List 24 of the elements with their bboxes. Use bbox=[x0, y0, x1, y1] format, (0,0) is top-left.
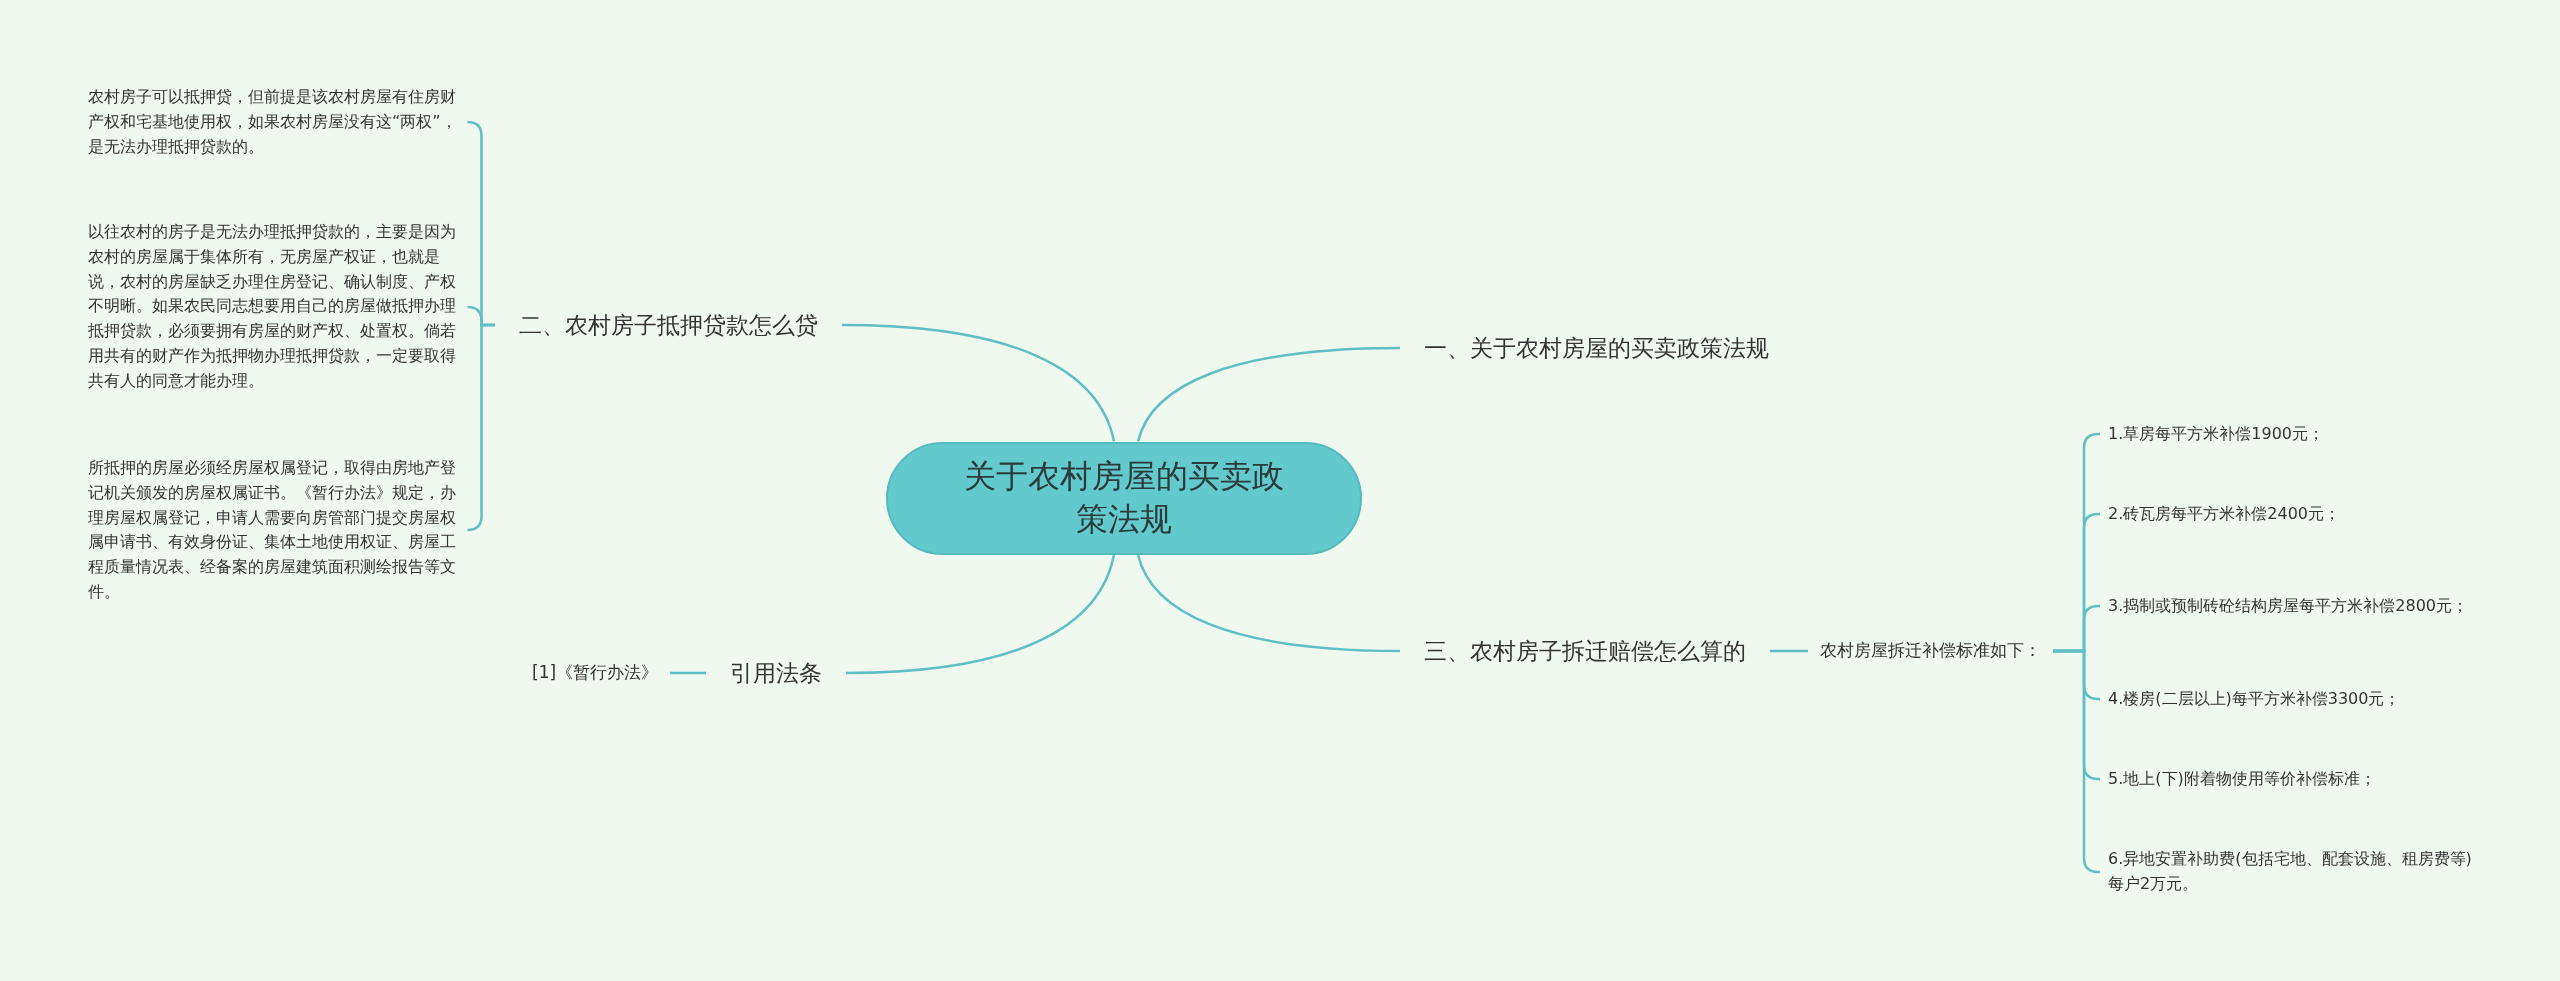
detail-text: 5.地上(下)附着物使用等价补偿标准； bbox=[2108, 767, 2377, 790]
subtopic: [1]《暂行办法》 bbox=[532, 661, 659, 685]
curved-connector bbox=[1136, 346, 1401, 442]
detail-text: 3.捣制或预制砖砼结构房屋每平方米补偿2800元； bbox=[2108, 594, 2469, 617]
branch-topic: 一、关于农村房屋的买卖政策法规 bbox=[1424, 333, 1769, 363]
curved-connector bbox=[841, 323, 1116, 442]
detail-text: 所抵押的房屋必须经房屋权属登记，取得由房地产登记机关颁发的房屋权属证书。《暂行办法》规定，办理房屋权属登记，申请人需要向房管部门提交房屋权属申请书、有效身份证、集体土地使用权证、房屋工程质量情况表、经备案的房屋建筑面积测绘报告等文件。 bbox=[88, 456, 457, 603]
bracket-connector bbox=[670, 671, 706, 675]
detail-text: 2.砖瓦房每平方米补偿2400元； bbox=[2108, 502, 2341, 525]
detail-text: 农村房子可以抵押贷，但前提是该农村房屋有住房财产权和宅基地使用权，如果农村房屋没有这“两权”，是无法办理抵押贷款的。 bbox=[88, 85, 458, 158]
branch-topic: 引用法条 bbox=[730, 658, 822, 688]
central-topic: 关于农村房屋的买卖政策法规 bbox=[963, 455, 1285, 540]
detail-text: 6.异地安置补助费(包括宅地、配套设施、租房费等)每户2万元。 bbox=[2108, 848, 2473, 895]
curved-connector bbox=[1136, 554, 1401, 653]
bracket-connector bbox=[1770, 649, 1808, 653]
curved-connector bbox=[845, 554, 1116, 675]
branch-topic: 三、农村房子拆迁赔偿怎么算的 bbox=[1424, 636, 1746, 666]
detail-text: 以往农村的房子是无法办理抵押贷款的，主要是因为农村的房屋属于集体所有，无房屋产权证，也就是说，农村的房屋缺乏办理住房登记、确认制度、产权不明晰。如果农民同志想要用自己的房屋做抵押办理抵押贷款，必须要拥有房屋的财产权、处置权。倘若用共有的财产作为抵押物办理抵押贷款，一定要取得共有人的同意才能办理。 bbox=[88, 221, 457, 392]
detail-text: 1.草房每平方米补偿1900元； bbox=[2108, 422, 2325, 445]
detail-text: 4.楼房(二层以上)每平方米补偿3300元； bbox=[2108, 687, 2402, 710]
subtopic: 农村房屋拆迁补偿标准如下： bbox=[1820, 639, 2041, 663]
bracket-connector bbox=[2053, 649, 2100, 874]
branch-topic: 二、农村房子抵押贷款怎么贷 bbox=[519, 310, 818, 340]
bracket-connector bbox=[466, 323, 495, 532]
